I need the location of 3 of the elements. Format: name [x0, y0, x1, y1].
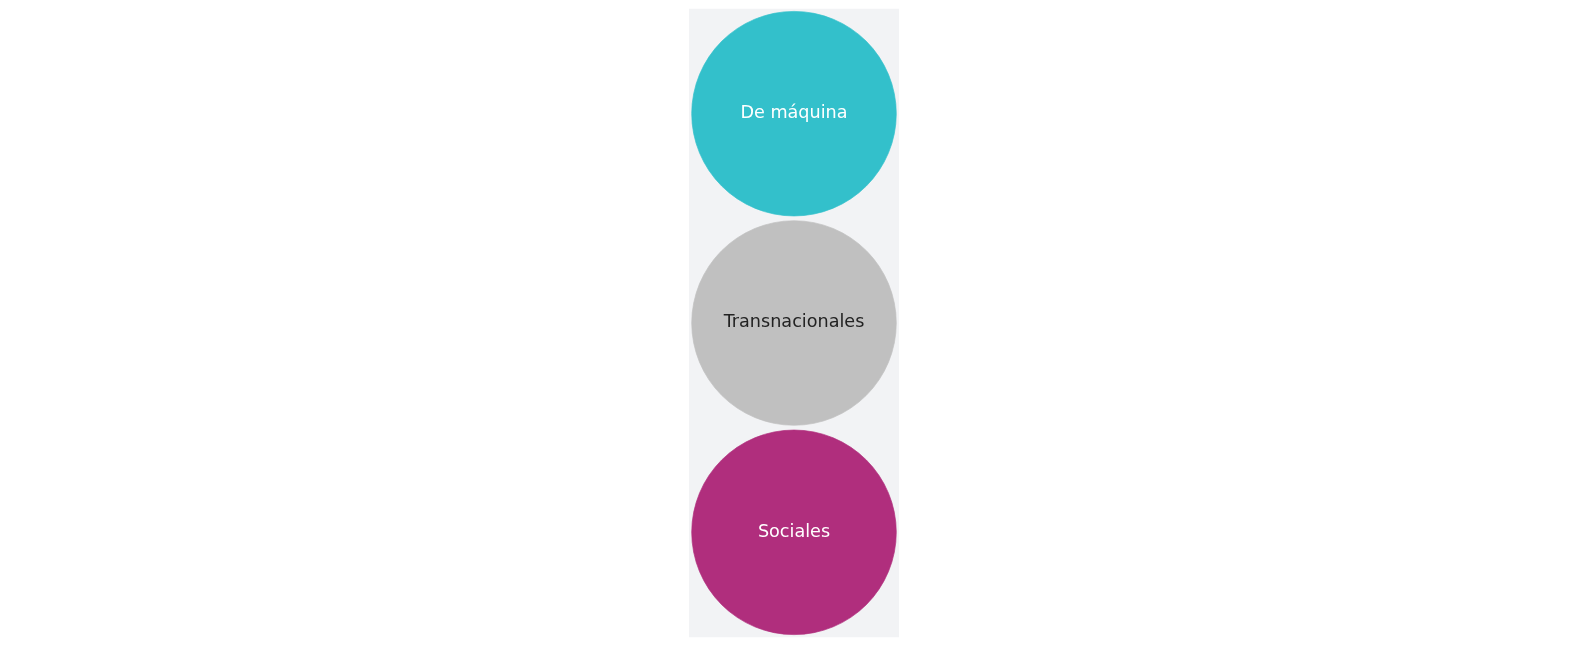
node-circle: De máquina — [690, 11, 897, 217]
node-circle: Sociales — [690, 429, 897, 635]
node-circle: Transnacionales — [690, 220, 897, 426]
